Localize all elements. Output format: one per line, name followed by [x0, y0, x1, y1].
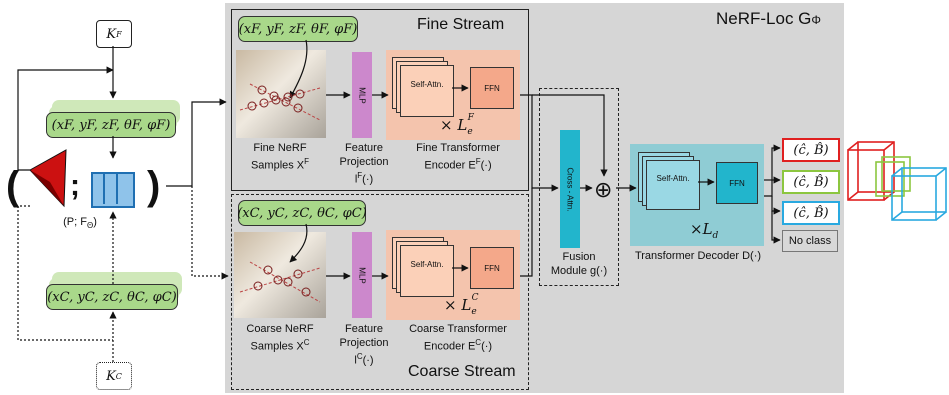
fine-to-sum-arrow	[532, 94, 608, 177]
coarse-projection-label: Feature Projection lC(·)	[339, 323, 389, 367]
sum-operator: ⊕	[594, 177, 613, 202]
semicolon: ;	[70, 169, 80, 202]
input-to-coarse-arrow	[191, 186, 229, 280]
fusion-label: Fusion Module g(·)	[550, 251, 608, 277]
coarse-ffn: FFN	[470, 247, 514, 289]
input-to-fine-arrow	[166, 98, 227, 187]
fine-stream-title: Fine Stream	[417, 16, 505, 33]
fine-mlp: MLP	[352, 52, 372, 138]
output-box-1: (ĉ, B̂)	[782, 138, 840, 162]
fine-to-fusion-arrow	[520, 94, 559, 192]
no-class-box: No class	[782, 230, 838, 252]
coarse-stream-title: Coarse Stream	[408, 363, 516, 380]
fine-stream-box	[231, 9, 529, 191]
coarse-nerf-samples-image	[234, 232, 326, 318]
coarse-samples-label: Coarse NeRF Samples XC	[246, 323, 314, 353]
3d-boxes-icon	[847, 141, 947, 221]
fine-rays	[239, 83, 321, 121]
coarse-stream-params: (xC, yC, zC, θC, φC)	[237, 200, 367, 226]
decoder-self-attn: Self-Attn.	[656, 174, 690, 183]
coarse-sa-card-1	[400, 245, 454, 297]
fine-projection-label: Feature Projection lF(·)	[339, 142, 389, 186]
coarse-repeat: × LeC	[444, 293, 479, 317]
fine-self-attn: Self-Attn.	[410, 80, 444, 89]
feature-grid-divider-2	[116, 172, 118, 204]
coarse-stream-box	[231, 194, 529, 390]
output-box-3: (ĉ, B̂)	[782, 201, 840, 225]
fine-stream-params: (xF, yF, zF, θF, φF)	[238, 16, 358, 42]
cross-attn-block: Cross - Attn.	[560, 130, 580, 248]
fine-samples-label: Fine NeRF Samples XF	[250, 142, 310, 172]
fine-sa-card-1	[400, 65, 454, 117]
coarse-self-attn: Self-Attn.	[410, 260, 444, 269]
fine-nerf-samples-image	[236, 50, 326, 138]
coarse-mlp: MLP	[352, 232, 372, 318]
coarse-rays	[239, 261, 321, 303]
open-paren: (	[6, 164, 20, 208]
feature-grid-divider-1	[103, 172, 105, 204]
left-loop-coarse	[17, 205, 113, 341]
left-loop-fine	[17, 66, 114, 171]
fine-repeat: × LeF	[440, 113, 474, 137]
fine-encoder-label: Fine Transformer Encoder EF(·)	[416, 142, 500, 172]
fusion-module-box	[539, 88, 619, 286]
decoder-repeat: ×Ld	[690, 220, 719, 241]
coarse-encoder-label: Coarse Transformer Encoder EC(·)	[409, 323, 507, 353]
decoder-label: Transformer Decoder D(·)	[634, 250, 762, 262]
model-title: NeRF-Loc GΦ	[716, 9, 821, 28]
decoder-sa-card-1	[646, 160, 700, 210]
input-label: (P; FΘ)	[63, 216, 97, 231]
left-coarse-params: (xC, yC, zC, θC, φC)	[46, 284, 178, 310]
fine-ffn: FFN	[470, 67, 514, 109]
output-box-2: (ĉ, B̂)	[782, 170, 840, 194]
feature-grid-icon	[91, 172, 135, 208]
left-fine-params: (xF, yF, zF, θF, φF)	[46, 112, 176, 138]
camera-frustum-icon	[29, 149, 67, 208]
close-paren: )	[147, 164, 161, 208]
decoder-ffn: FFN	[716, 162, 758, 204]
